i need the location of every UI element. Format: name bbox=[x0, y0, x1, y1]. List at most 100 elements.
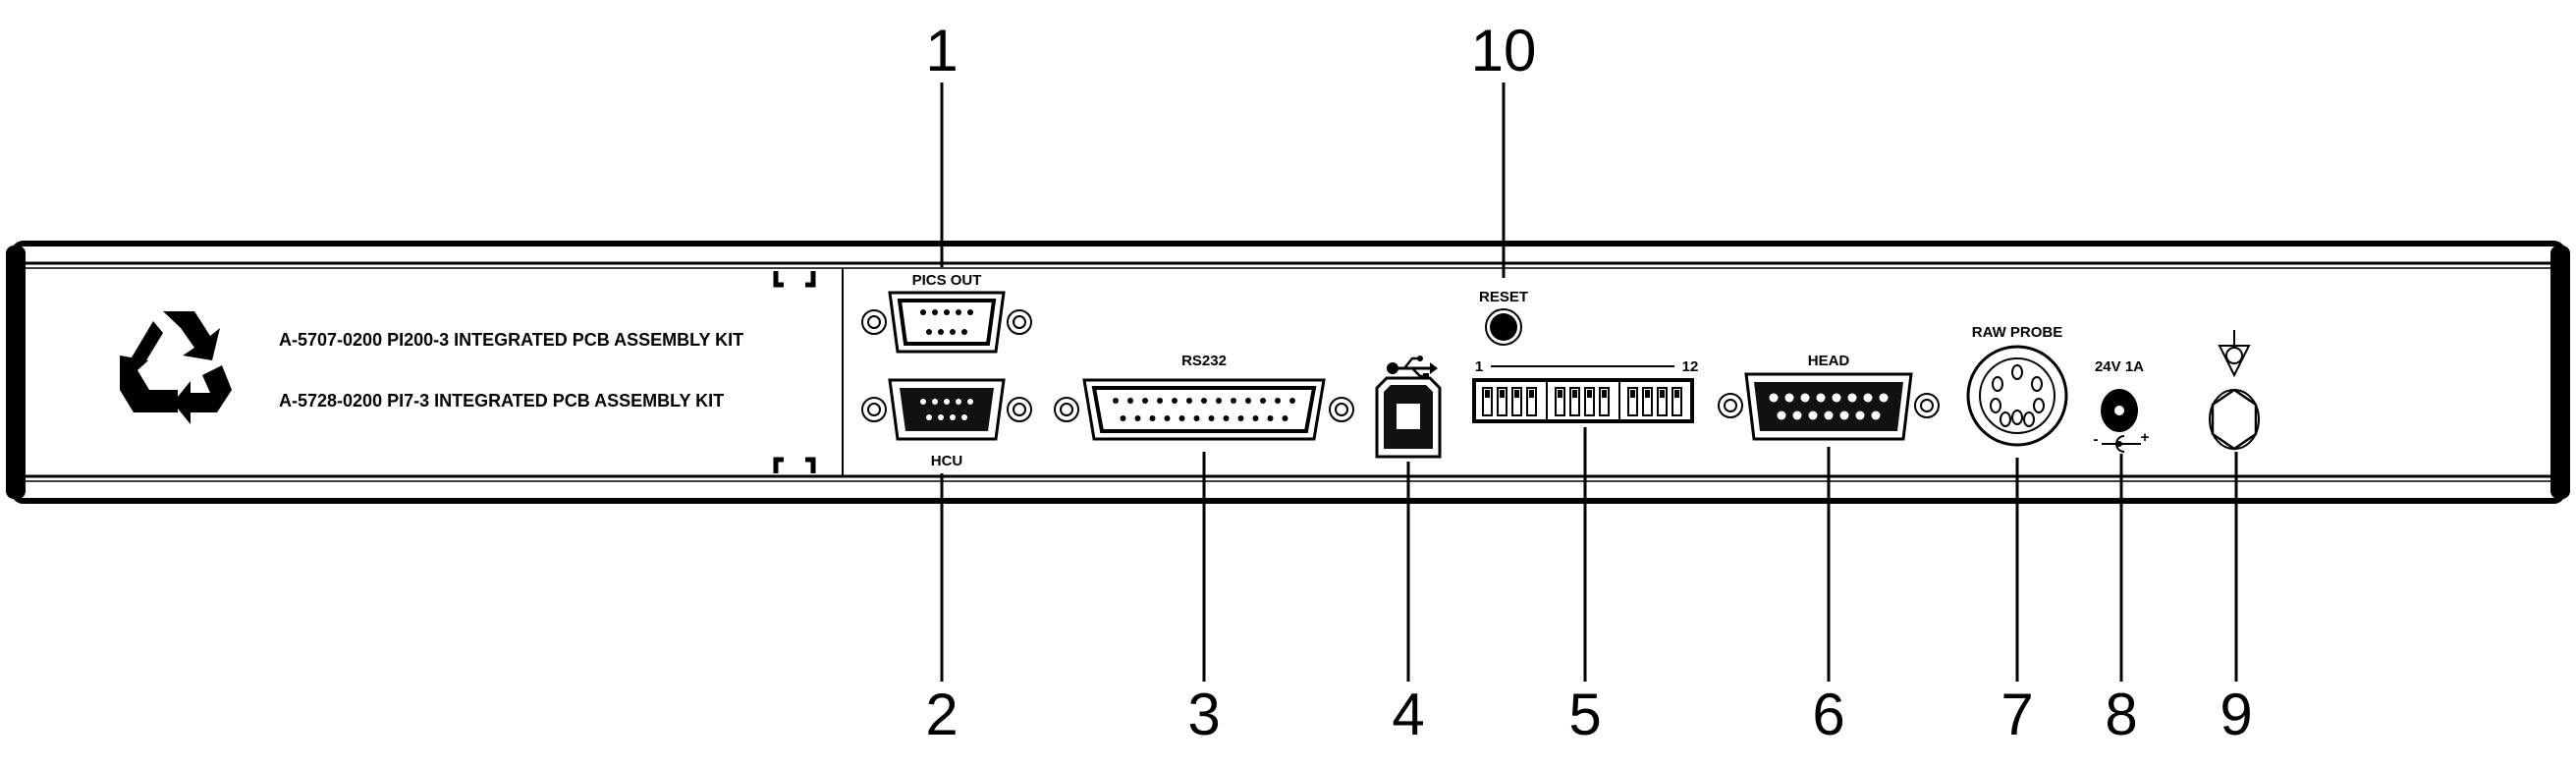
ground-symbol-icon bbox=[2218, 330, 2251, 378]
callout-3: 3 bbox=[1187, 682, 1220, 747]
pin bbox=[1879, 393, 1889, 403]
power-rating-label: 24V 1A bbox=[2095, 358, 2144, 375]
dip-switch-lever bbox=[1572, 390, 1577, 398]
dip-switch[interactable] bbox=[1584, 387, 1595, 416]
pin bbox=[1193, 415, 1200, 421]
dip-switch[interactable] bbox=[1627, 387, 1638, 416]
pin bbox=[1863, 393, 1873, 403]
reset-label: RESET bbox=[1479, 289, 1528, 305]
dip-switch[interactable] bbox=[1672, 387, 1682, 416]
dip-switch-lever bbox=[1587, 390, 1592, 398]
pin bbox=[1289, 398, 1295, 404]
power-jack[interactable] bbox=[2101, 389, 2138, 432]
pin bbox=[2011, 364, 2023, 380]
dip-switch-lever bbox=[1529, 390, 1534, 398]
dip-switch-bank[interactable] bbox=[1472, 378, 1694, 423]
callout-10: 10 bbox=[1471, 18, 1537, 83]
left-end-cap bbox=[6, 246, 26, 499]
pin bbox=[1127, 398, 1133, 404]
pin bbox=[2011, 410, 2023, 425]
callout-4: 4 bbox=[1392, 682, 1424, 747]
raw-probe-port[interactable] bbox=[1966, 345, 2068, 447]
pin bbox=[1208, 415, 1215, 421]
pin bbox=[1816, 393, 1826, 403]
pin bbox=[1201, 398, 1207, 404]
pin bbox=[1260, 398, 1266, 404]
pin bbox=[1282, 415, 1288, 421]
kit-label-2: A-5728-0200 PI7-3 INTEGRATED PCB ASSEMBL… bbox=[279, 391, 724, 411]
callout-9: 9 bbox=[2220, 682, 2252, 747]
kit-label-1: A-5707-0200 PI200-3 INTEGRATED PCB ASSEM… bbox=[279, 330, 743, 350]
pin bbox=[1231, 398, 1236, 404]
pin bbox=[1808, 411, 1818, 420]
callout-5: 5 bbox=[1568, 682, 1601, 747]
reset-button[interactable] bbox=[1485, 308, 1522, 346]
head-label: HEAD bbox=[1808, 353, 1850, 369]
pin bbox=[1792, 411, 1802, 420]
pin bbox=[1178, 415, 1185, 421]
dip-switch[interactable] bbox=[1497, 387, 1507, 416]
pics-out-port[interactable] bbox=[861, 291, 1032, 354]
pin bbox=[1990, 398, 2001, 413]
pin bbox=[1245, 398, 1251, 404]
dip-switch[interactable] bbox=[1511, 387, 1522, 416]
dip-switch[interactable] bbox=[1526, 387, 1537, 416]
dip-switch[interactable] bbox=[1642, 387, 1653, 416]
pin bbox=[1871, 411, 1881, 420]
pin bbox=[2033, 398, 2045, 413]
pin bbox=[1832, 393, 1841, 403]
usb-port[interactable] bbox=[1375, 376, 1442, 459]
callout-7: 7 bbox=[2001, 682, 2033, 747]
callout-8: 8 bbox=[2105, 682, 2137, 747]
pin bbox=[1855, 411, 1865, 420]
dc-polarity-icon: - + bbox=[2094, 429, 2150, 453]
pin bbox=[1186, 398, 1192, 404]
svg-text:-: - bbox=[2094, 431, 2099, 448]
bracket-top bbox=[773, 271, 816, 288]
dip-switch[interactable] bbox=[1555, 387, 1565, 416]
leader-lines bbox=[940, 82, 2238, 682]
right-end-cap bbox=[2550, 246, 2570, 499]
pin bbox=[1149, 415, 1156, 421]
pin bbox=[1120, 415, 1126, 421]
pin bbox=[1267, 415, 1274, 421]
usb-icon bbox=[1387, 356, 1438, 379]
pin bbox=[1223, 415, 1230, 421]
dip-switch-lever bbox=[1485, 390, 1490, 398]
dip-switch[interactable] bbox=[1599, 387, 1610, 416]
hcu-port[interactable] bbox=[861, 378, 1032, 441]
dip-switch-lever bbox=[1630, 390, 1635, 398]
dip-switch-lever bbox=[1514, 390, 1519, 398]
dip-end-label: 12 bbox=[1682, 358, 1699, 375]
pin bbox=[1769, 393, 1779, 403]
pin bbox=[2000, 411, 2011, 427]
callout-6: 6 bbox=[1812, 682, 1844, 747]
pin bbox=[1992, 376, 2003, 392]
bracket-bottom bbox=[773, 457, 816, 473]
dip-switch[interactable] bbox=[1657, 387, 1668, 416]
pin bbox=[1839, 411, 1849, 420]
dip-switch-lever bbox=[1558, 390, 1562, 398]
pin bbox=[1824, 411, 1834, 420]
pin bbox=[2031, 376, 2043, 392]
rs232-label: RS232 bbox=[1181, 353, 1227, 369]
raw-probe-label: RAW PROBE bbox=[1972, 324, 2063, 341]
pin bbox=[1847, 393, 1857, 403]
pin bbox=[1777, 411, 1786, 420]
dip-switch-lever bbox=[1602, 390, 1607, 398]
pin bbox=[1216, 398, 1222, 404]
pin bbox=[1800, 393, 1810, 403]
pin bbox=[1275, 398, 1281, 404]
head-port[interactable] bbox=[1718, 372, 1940, 441]
dip-switch[interactable] bbox=[1482, 387, 1493, 416]
dip-switch[interactable] bbox=[1569, 387, 1580, 416]
callout-2: 2 bbox=[925, 682, 958, 747]
dip-switch-lever bbox=[1660, 390, 1665, 398]
dip-start-label: 1 bbox=[1475, 358, 1483, 375]
recycle-icon bbox=[120, 311, 232, 424]
hcu-label: HCU bbox=[931, 453, 963, 469]
pin bbox=[1142, 398, 1148, 404]
ground-stud[interactable] bbox=[2209, 388, 2260, 451]
rs232-port[interactable] bbox=[1054, 378, 1354, 441]
